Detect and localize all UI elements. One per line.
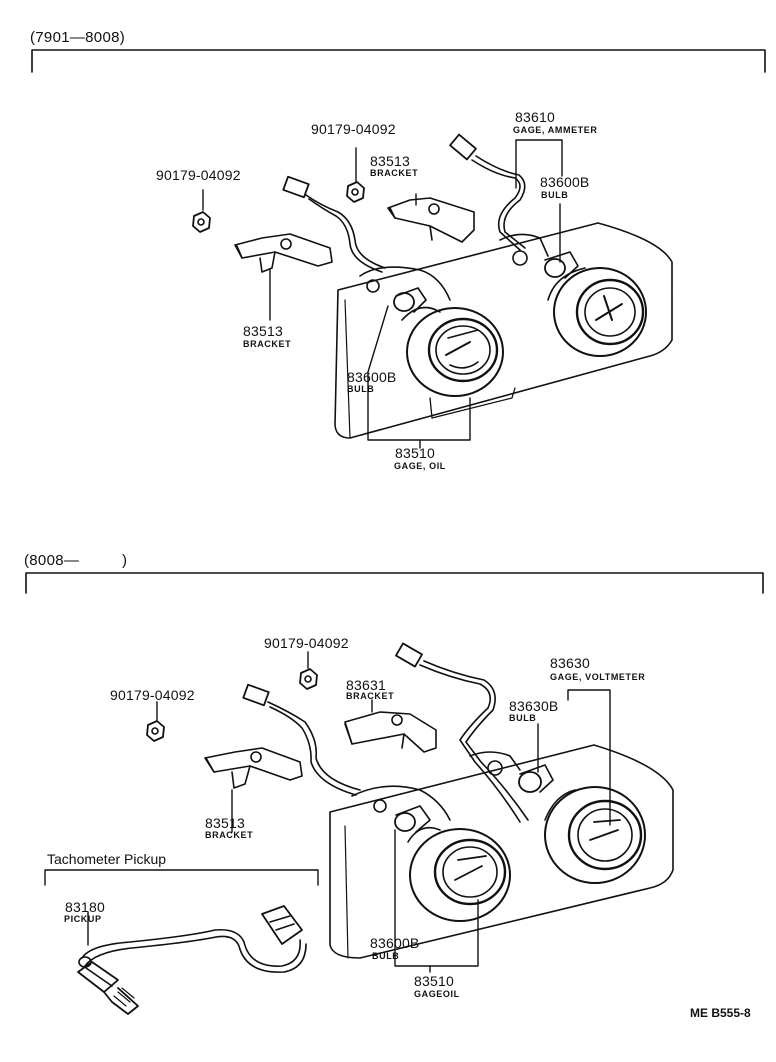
bottom-bracket-mid-name: BRACKET: [346, 691, 395, 701]
top-nut-mid-number: 90179-04092: [311, 121, 396, 137]
top-gage-ammeter-name: GAGE, AMMETER: [513, 125, 598, 135]
top-bracket-mid-name: BRACKET: [370, 168, 419, 178]
bottom-oil-gage: [408, 828, 510, 921]
bottom-section-range-end: ): [122, 552, 128, 569]
bottom-gage-voltmeter-number: 83630: [550, 655, 590, 671]
footer-code: ME B555-8: [690, 1006, 751, 1020]
tach-pickup-title: Tachometer Pickup: [47, 851, 167, 867]
bottom-left-connector-wire: [243, 685, 360, 795]
top-bracket-left-name: BRACKET: [243, 339, 292, 349]
top-nut-left-number: 90179-04092: [156, 167, 241, 183]
bottom-voltmeter-gage: [545, 787, 645, 883]
top-gage-oil-number: 83510: [395, 445, 435, 461]
bottom-bulb-right-number: 83630B: [509, 698, 559, 714]
bottom-mid-bracket: [345, 712, 436, 752]
bottom-nut-left-number: 90179-04092: [110, 687, 195, 703]
bottom-gage-voltmeter-name: GAGE, VOLTMETER: [550, 672, 646, 682]
bottom-bracket-mid-number: 83631: [346, 677, 386, 693]
bottom-right-connector-wire: [396, 643, 528, 822]
top-bulb-left-number: 83600B: [347, 369, 397, 385]
top-gage-ammeter-number: 83610: [515, 109, 555, 125]
bottom-section-range-start: (8008—: [24, 552, 80, 569]
top-left-connector-wire: [283, 177, 385, 272]
top-section-range: (7901—8008): [30, 29, 126, 46]
tach-pickup-wire: [82, 930, 306, 972]
top-gage-oil-name: GAGE, OIL: [394, 461, 446, 471]
bottom-bulb-right-name: BULB: [509, 713, 537, 723]
top-ammeter-gage: [548, 268, 646, 356]
tach-pickup-name: PICKUP: [64, 914, 102, 924]
tach-pickup-sensor: [78, 912, 138, 1014]
top-cluster-housing: [335, 223, 672, 438]
tach-bracket-line: [45, 870, 318, 885]
tach-pickup-number: 83180: [65, 899, 105, 915]
bottom-bulb-left-name: BULB: [372, 951, 400, 961]
top-bulb-right-name: BULB: [541, 190, 569, 200]
bottom-gage-oil-number: 83510: [414, 973, 454, 989]
bottom-left-bracket: [205, 748, 302, 788]
top-mid-nut-icon: [347, 182, 364, 202]
top-left-bracket: [235, 234, 332, 272]
top-right-connector-wire: [450, 135, 525, 250]
top-bracket-left-number: 83513: [243, 323, 283, 339]
top-bulb-right-number: 83600B: [540, 174, 590, 190]
top-bulb-left-name: BULB: [347, 384, 375, 394]
top-left-bulb: [360, 267, 450, 312]
bottom-bracket-left-number: 83513: [205, 815, 245, 831]
top-right-bulb: [500, 234, 578, 278]
bottom-mid-nut-icon: [300, 669, 317, 689]
bottom-gage-oil-name: GAGEOIL: [414, 989, 460, 999]
bottom-left-nut-icon: [147, 721, 164, 741]
top-left-nut-icon: [193, 212, 210, 232]
bottom-leader-lines: [157, 652, 610, 972]
bottom-nut-mid-number: 90179-04092: [264, 635, 349, 651]
bottom-bracket-left-name: BRACKET: [205, 830, 254, 840]
top-oil-gage: [402, 308, 503, 397]
top-mid-bracket: [388, 198, 474, 242]
bottom-section-bracket-line: [26, 573, 763, 593]
top-bracket-mid-number: 83513: [370, 153, 410, 169]
tach-pickup-connector: [262, 906, 302, 944]
bottom-bulb-left-number: 83600B: [370, 935, 420, 951]
top-leader-lines: [203, 140, 562, 448]
bottom-right-bulb: [470, 752, 553, 792]
bottom-cluster-housing: [330, 745, 673, 958]
top-section-bracket-line: [32, 50, 765, 72]
bottom-left-bulb: [352, 786, 450, 832]
